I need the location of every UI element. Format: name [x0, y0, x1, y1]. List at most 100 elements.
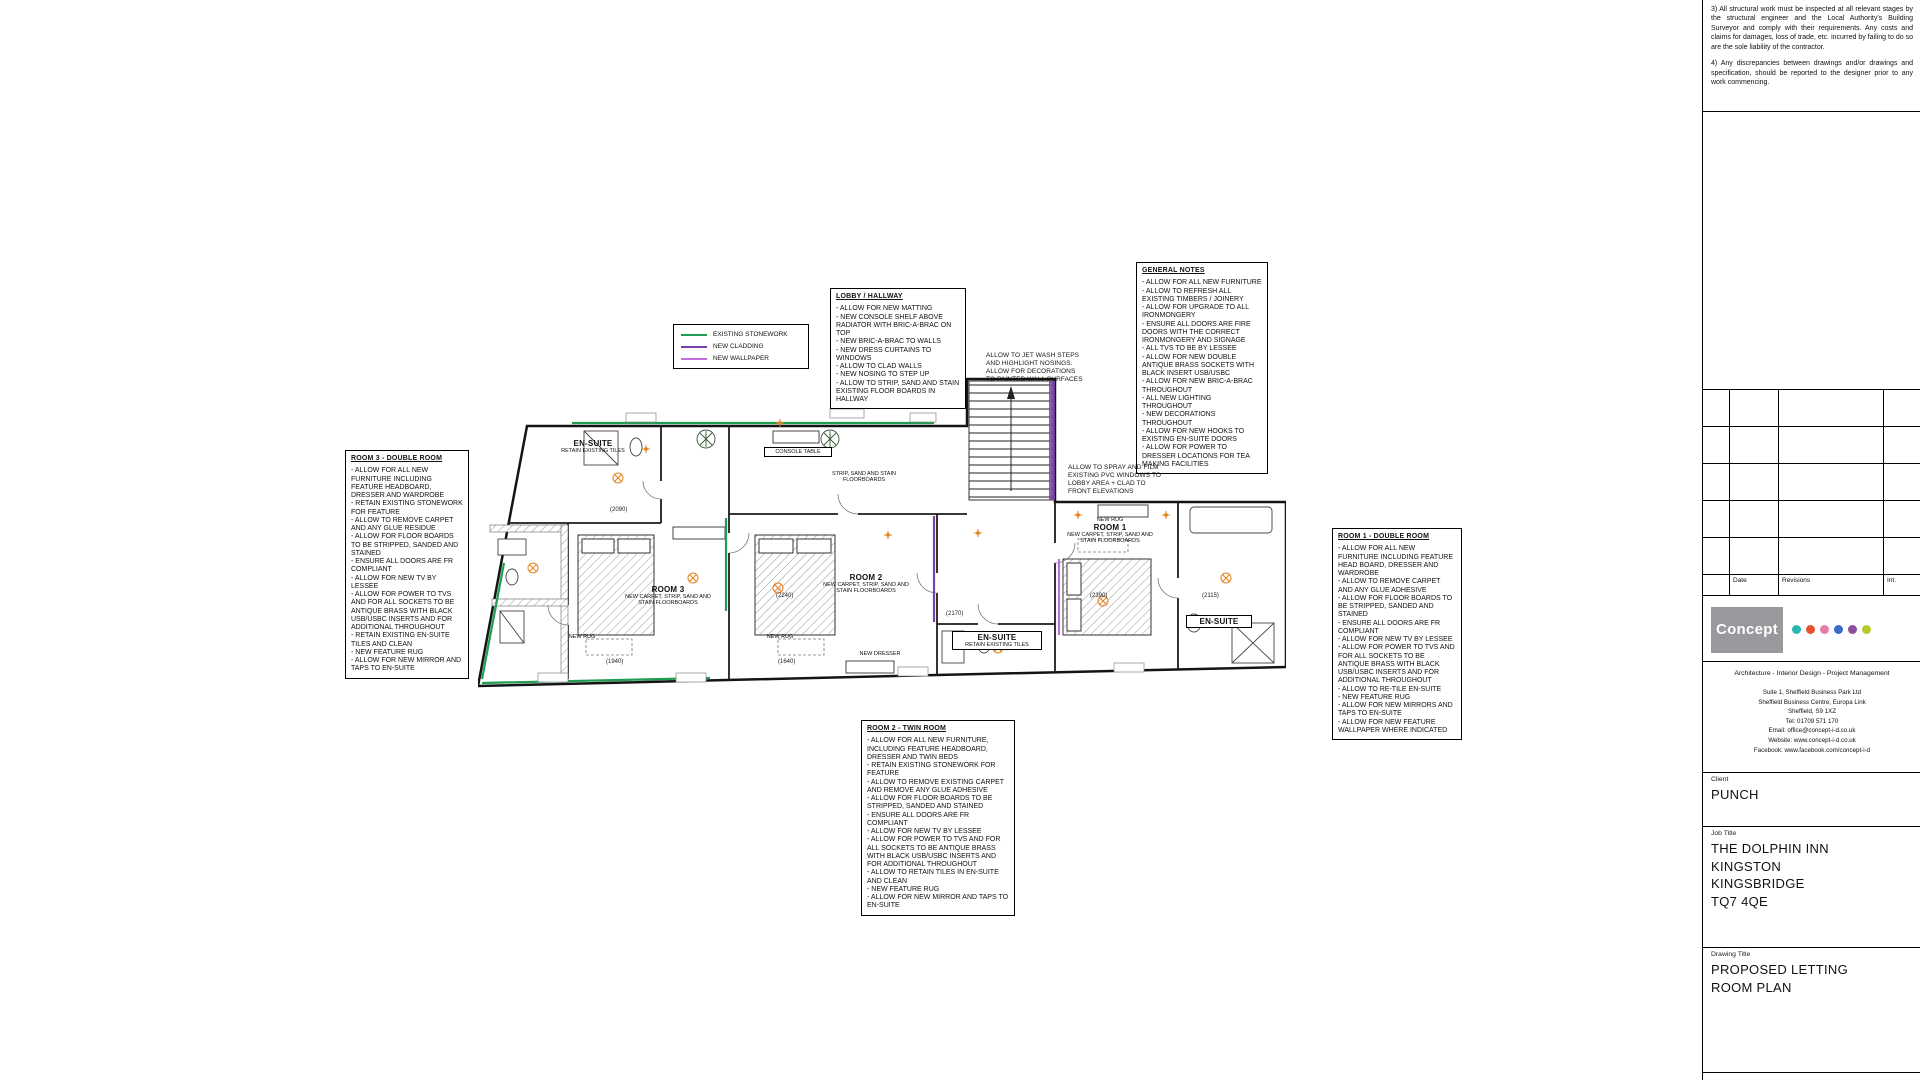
legend-item: NEW WALLPAPER	[681, 355, 801, 362]
notes-body: - ALLOW FOR ALL NEW FURNITURE, INCLUDING…	[867, 737, 1009, 910]
notes-title: ROOM 3 - DOUBLE ROOM	[351, 455, 443, 462]
floor-plan: EN-SUITE RETAIN EXISTING TILES ROOM 3 NE…	[478, 373, 1286, 692]
label-ensuite-topleft: EN-SUITE RETAIN EXISTING TILES	[548, 439, 638, 454]
logo-dots	[1792, 625, 1871, 634]
logo-dot	[1848, 625, 1857, 634]
revision-cell	[1703, 538, 1730, 575]
job-title-value: THE DOLPHIN INN KINGSTON KINGSBRIDGE TQ7…	[1711, 841, 1829, 909]
company-tagline: Architecture - Interior Design - Project…	[1734, 670, 1890, 677]
revision-cell	[1779, 464, 1884, 501]
logo-dot	[1834, 625, 1843, 634]
notes-title: LOBBY / HALLWAY	[836, 293, 903, 300]
label-ensuite-right: EN-SUITE	[1186, 615, 1252, 628]
room-name: EN-SUITE	[1199, 617, 1239, 626]
notes-title: GENERAL NOTES	[1142, 267, 1205, 274]
general-conditions-notes: 3) All structural work must be inspected…	[1703, 0, 1920, 112]
revision-header-date: Date	[1730, 575, 1779, 596]
revision-cell	[1730, 390, 1779, 427]
room-name: ROOM 3	[651, 585, 685, 594]
notes-general: GENERAL NOTES - ALLOW FOR ALL NEW FURNIT…	[1136, 262, 1268, 474]
furniture	[672, 430, 1149, 674]
revision-cell	[1779, 390, 1884, 427]
dimension: (2390)	[1090, 593, 1108, 599]
dimension: (2090)	[610, 507, 628, 513]
title-block: 3) All structural work must be inspected…	[1702, 0, 1920, 1080]
revision-header-int: Int.	[1884, 575, 1920, 596]
legend-swatch-new-wallpaper	[681, 357, 707, 360]
dimension: (1940)	[606, 659, 624, 665]
notes-room1: ROOM 1 - DOUBLE ROOM - ALLOW FOR ALL NEW…	[1332, 528, 1462, 740]
notes-lobby-hallway: LOBBY / HALLWAY - ALLOW FOR NEW MATTING …	[830, 288, 966, 410]
revision-cell	[1703, 464, 1730, 501]
rug-label: NEW RUG	[568, 634, 596, 640]
revision-cell	[1884, 390, 1920, 427]
client-label: Client	[1711, 776, 1729, 783]
legend-item: EXISTING STONEWORK	[681, 331, 801, 338]
revision-cell	[1703, 390, 1730, 427]
company-logo: Concept	[1703, 598, 1920, 662]
staircase	[968, 380, 1054, 501]
logo-dot	[1820, 625, 1829, 634]
revision-cell	[1884, 538, 1920, 575]
notes-body: - ALLOW FOR ALL NEW FURNITURE - ALLOW TO…	[1142, 279, 1262, 468]
legend-label: NEW CLADDING	[713, 343, 764, 350]
dimension: (2240)	[776, 593, 794, 599]
dresser-label: NEW DRESSER	[859, 651, 901, 657]
logo-wordmark: Concept	[1711, 606, 1783, 653]
floor-plan-svg	[478, 377, 1286, 688]
title-block-divider	[1703, 1072, 1920, 1073]
plant-symbols	[696, 429, 840, 449]
notes-body: - ALLOW FOR NEW MATTING - NEW CONSOLE SH…	[836, 305, 960, 403]
drawing-title-value: PROPOSED LETTING ROOM PLAN	[1711, 962, 1848, 995]
revision-table: Date Revisions Int.	[1703, 389, 1920, 596]
label-room1: NEW RUG ROOM 1 NEW CARPET, STRIP, SAND A…	[1060, 517, 1160, 544]
revision-cell	[1703, 501, 1730, 538]
label-console-table: CONSOLE TABLE	[764, 447, 832, 458]
rug-label: NEW RUG	[1096, 517, 1124, 523]
label-room3: ROOM 3 NEW CARPET, STRIP, SAND AND STAIN…	[618, 585, 718, 606]
job-title-section: Job Title THE DOLPHIN INN KINGSTON KINGS…	[1703, 826, 1920, 913]
room-finish: NEW CARPET, STRIP, SAND AND STAIN FLOORB…	[1067, 532, 1153, 545]
fitting-tags	[537, 408, 1145, 683]
revision-header-revisions: Revisions	[1779, 575, 1884, 596]
job-title-label: Job Title	[1711, 830, 1737, 837]
legend-swatch-new-cladding	[681, 345, 707, 348]
revision-cell	[1884, 427, 1920, 464]
room-name: ROOM 1	[1093, 523, 1127, 533]
room-finish: NEW CARPET, STRIP, SAND AND STAIN FLOORB…	[625, 594, 711, 607]
company-address: Suite 1, Sheffield Business Park Ltd She…	[1753, 689, 1871, 754]
client-name: PUNCH	[1711, 787, 1759, 802]
revision-cell	[1730, 427, 1779, 464]
room-finish: RETAIN EXISTING TILES	[561, 448, 625, 454]
revision-cell	[1703, 575, 1730, 596]
revision-cell	[1779, 501, 1884, 538]
revision-cell	[1703, 427, 1730, 464]
revision-cell	[1779, 538, 1884, 575]
new-cladding-lines	[932, 381, 1055, 622]
label-ensuite-center: EN-SUITE RETAIN EXISTING TILES	[952, 631, 1042, 651]
dimension: (2115)	[1202, 593, 1219, 599]
existing-stonework-lines	[480, 421, 934, 685]
door-swings	[547, 480, 1179, 626]
notes-room2: ROOM 2 - TWIN ROOM - ALLOW FOR ALL NEW F…	[861, 720, 1015, 916]
label-room2: ROOM 2 NEW CARPET, STRIP, SAND AND STAIN…	[816, 573, 916, 594]
revision-cell	[1779, 427, 1884, 464]
dimension: (2170)	[946, 611, 964, 617]
room-name: ROOM 2	[849, 573, 883, 582]
legend-item: NEW CLADDING	[681, 343, 801, 350]
stone-walls	[489, 524, 569, 678]
notes-title: ROOM 1 - DOUBLE ROOM	[1338, 533, 1430, 540]
room-name: EN-SUITE	[977, 633, 1017, 642]
annotation-jet-wash: ALLOW TO JET WASH STEPS AND HIGHLIGHT NO…	[986, 352, 1083, 384]
drawing-title-label: Drawing Title	[1711, 951, 1751, 958]
room-name: EN-SUITE	[573, 439, 613, 448]
dimension: (1640)	[778, 659, 796, 665]
condition-note-3: 3) All structural work must be inspected…	[1711, 6, 1913, 51]
legend: EXISTING STONEWORK NEW CLADDING NEW WALL…	[673, 324, 809, 369]
rugs	[585, 538, 1129, 656]
label-corridor-finish: STRIP, SAND AND STAIN FLOORBOARDS	[832, 471, 896, 484]
client-section: Client PUNCH	[1703, 772, 1920, 807]
legend-swatch-existing-stonework	[681, 333, 707, 336]
revision-cell	[1884, 464, 1920, 501]
